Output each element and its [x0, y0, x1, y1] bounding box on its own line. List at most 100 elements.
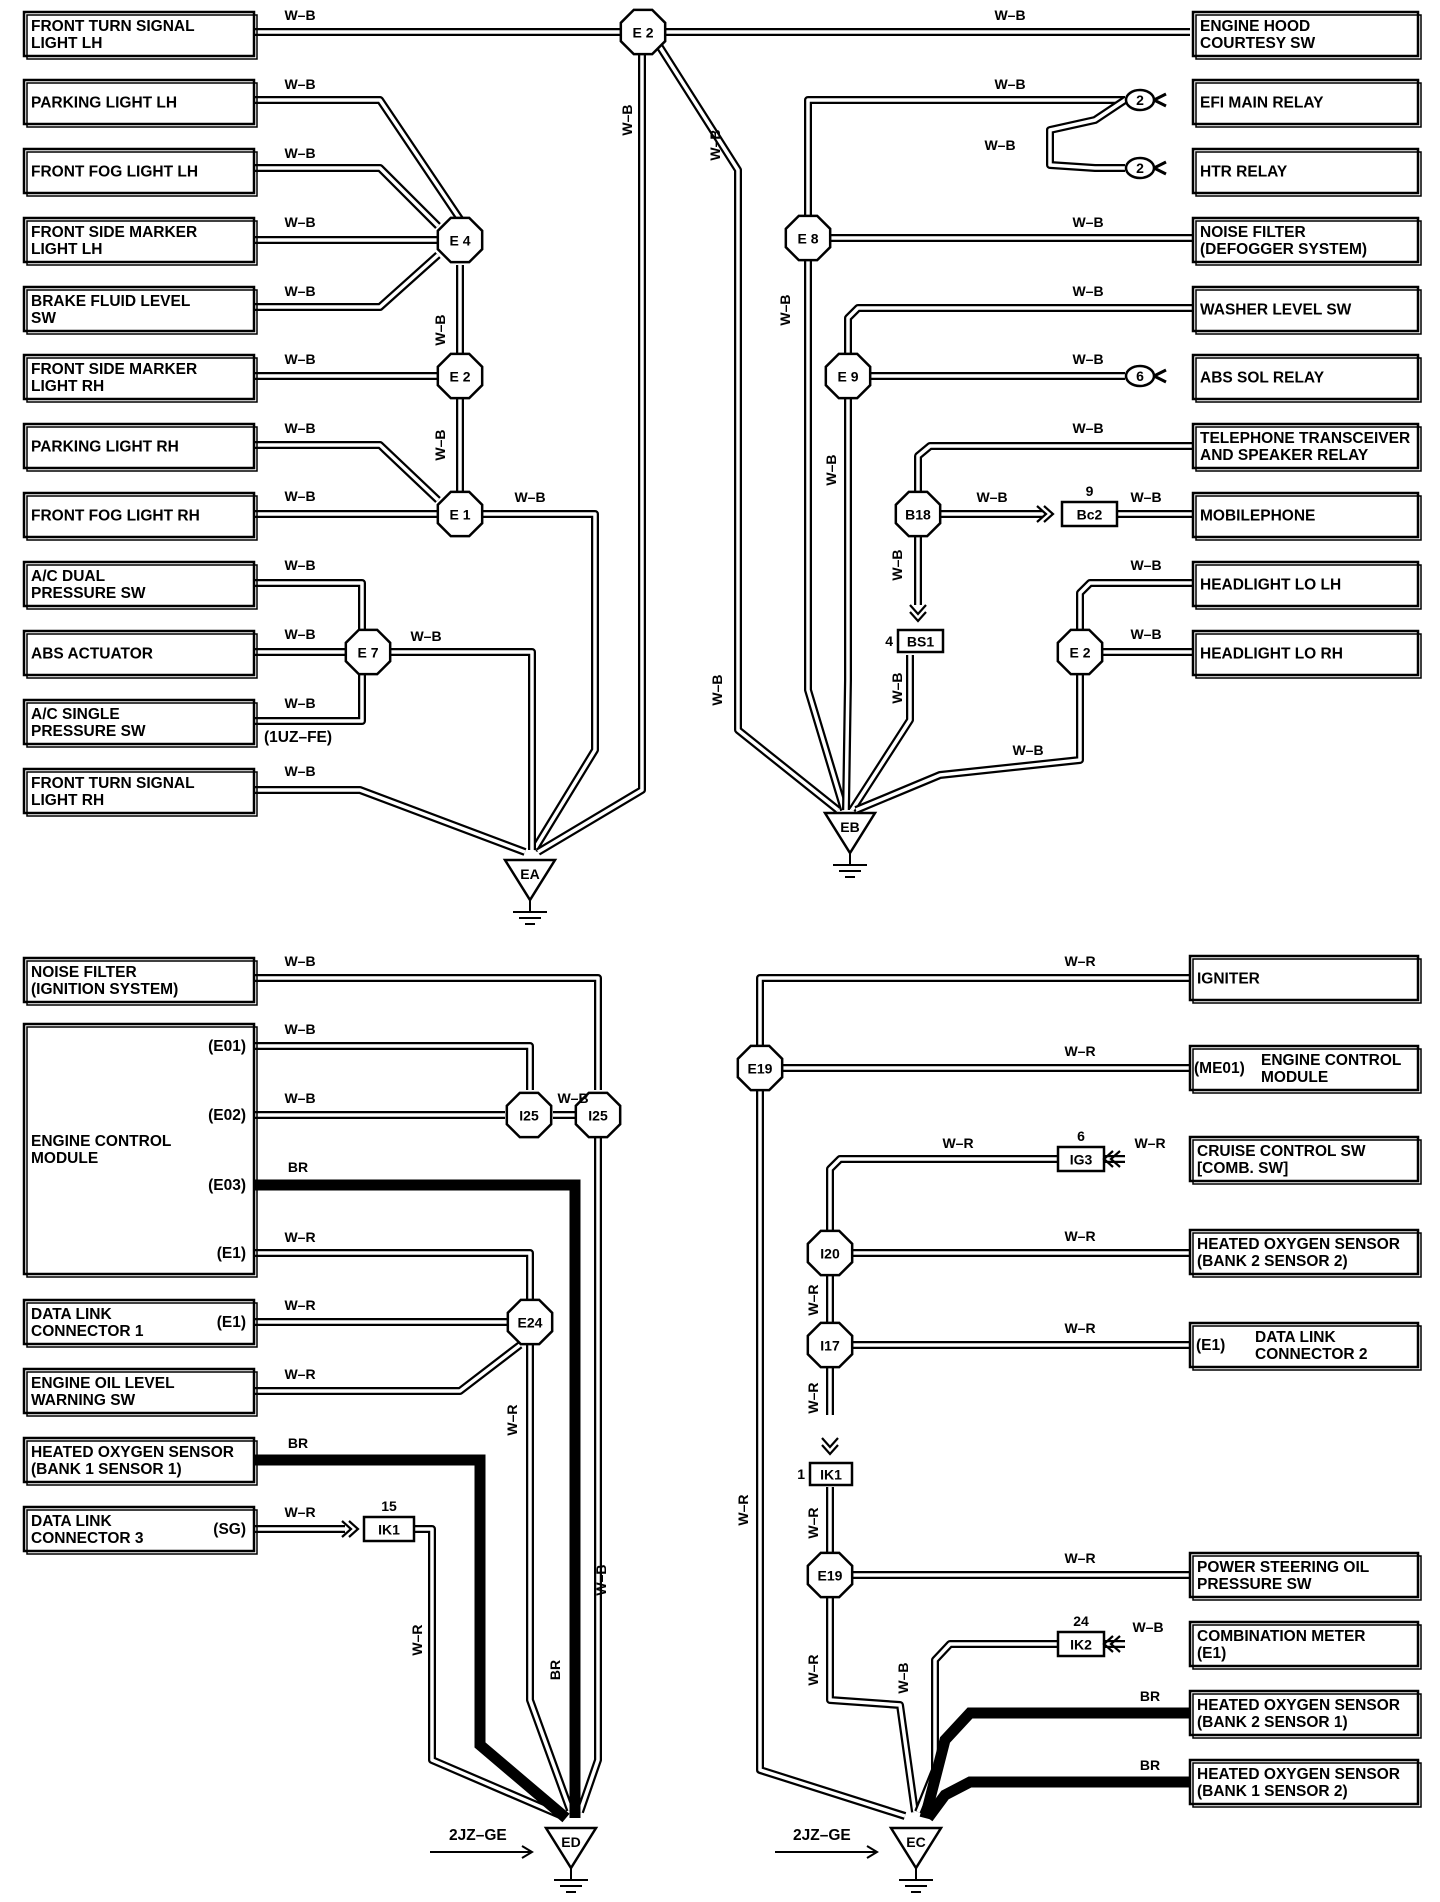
- wire-color-label: W–B: [284, 283, 315, 299]
- pin-label: (E03): [208, 1177, 246, 1194]
- component-label: NOISE FILTER: [1200, 224, 1306, 241]
- component-telephone: [1191, 422, 1422, 472]
- chevron-right-icon: [1043, 505, 1055, 523]
- component-label: (BANK 2 SENSOR 2): [1197, 1253, 1348, 1270]
- wire-color-label: W–R: [284, 1366, 315, 1382]
- ground-label: EC: [906, 1834, 925, 1850]
- component-hood-courtesy: [1191, 10, 1422, 60]
- chevron-down-icon: [909, 604, 927, 616]
- component-fog-lh: [22, 147, 258, 197]
- junction-e19-top: [736, 1044, 784, 1092]
- component-front-turn-lh: [22, 10, 258, 60]
- junction-label: E 9: [837, 369, 858, 385]
- component-label: PRESSURE SW: [31, 585, 146, 602]
- wire-color-label: W–B: [284, 1090, 315, 1106]
- component-label: HEADLIGHT LO RH: [1200, 646, 1343, 663]
- component-label: ENGINE CONTROL: [31, 1133, 171, 1150]
- component-abs-actuator: [22, 629, 258, 679]
- wire-color-label: BR: [1140, 1688, 1160, 1704]
- arrow-right-icon: [521, 1845, 534, 1859]
- wire-color-label: W–R: [942, 1135, 973, 1151]
- component-ho2s-b2s1: [1188, 1689, 1422, 1739]
- wire-color-label: W–B: [1072, 420, 1103, 436]
- component-ho2s-b2s2: [1188, 1228, 1422, 1278]
- pin-label: (SG): [213, 1521, 246, 1538]
- wire-color-label: W–B: [432, 314, 448, 345]
- component-ho2s-b1s1: [22, 1436, 258, 1486]
- component-headlight-lo-lh: [1191, 560, 1422, 610]
- wire-e2-ea: [535, 50, 646, 856]
- wire-color-label: BR: [288, 1435, 308, 1451]
- wire-color-label: W–B: [284, 557, 315, 573]
- wire-e9-eb: [842, 398, 852, 811]
- wire-color-label: W–B: [1012, 742, 1043, 758]
- wire-color-label: W–B: [707, 129, 723, 160]
- junction-label: E 8: [797, 231, 818, 247]
- component-label: FRONT SIDE MARKER: [31, 361, 197, 378]
- wire-color-label: W–R: [805, 1507, 821, 1538]
- pin-label: (E1): [217, 1314, 246, 1331]
- wire-efi-main: [804, 96, 1125, 218]
- wire-color-label: W–B: [284, 695, 315, 711]
- wire-color-label: BR: [547, 1660, 563, 1680]
- wire-color-label: W–B: [284, 76, 315, 92]
- ground-ed: [543, 1826, 599, 1893]
- wire-color-label: W–B: [619, 104, 635, 135]
- junction-label: E 1: [449, 507, 470, 523]
- wire-color-label: W–R: [805, 1284, 821, 1315]
- wire-color-label: W–B: [984, 137, 1015, 153]
- component-label: MODULE: [31, 1150, 98, 1167]
- wire-color-label: W–R: [504, 1404, 520, 1435]
- wire-ac-single: [254, 666, 366, 725]
- wire-color-label: W–B: [1130, 626, 1161, 642]
- wire-color-label: W–B: [1130, 489, 1161, 505]
- component-label: LIGHT LH: [31, 241, 102, 258]
- ground-label: ED: [561, 1834, 580, 1850]
- wire-color-label: W–B: [1132, 1619, 1163, 1635]
- chevron-down-icon: [909, 611, 927, 623]
- chevron-down-icon: [821, 1437, 839, 1449]
- component-ecm-right: [1188, 1044, 1422, 1094]
- wire-parking-lh: [254, 96, 466, 225]
- component-label: MODULE: [1261, 1069, 1328, 1086]
- pin-number: 24: [1073, 1613, 1089, 1629]
- wire-color-label: W–B: [284, 351, 315, 367]
- wire-ik1-ed: [414, 1525, 562, 1819]
- wire-front-turn-rh: [254, 786, 527, 856]
- wire-washer-level: [844, 304, 1193, 355]
- component-label: PARKING LIGHT LH: [31, 95, 177, 112]
- wire-color-label: W–B: [709, 674, 725, 705]
- wire-color-label: W–B: [994, 7, 1025, 23]
- wire-color-label: W–R: [284, 1297, 315, 1313]
- wire-e03-br: [254, 1179, 581, 1818]
- ground-label: EA: [520, 866, 539, 882]
- component-headlight-lo-rh: [1191, 629, 1422, 679]
- wire-color-label: W–R: [1064, 1228, 1095, 1244]
- wire-color-label: W–B: [284, 1021, 315, 1037]
- chevron-left-icon: [1109, 1635, 1121, 1653]
- wire-color-label: BR: [1140, 1757, 1160, 1773]
- junction-e9: [824, 352, 872, 400]
- component-noise-filter-def: [1191, 216, 1422, 266]
- connector-ik1a: [362, 1515, 416, 1543]
- component-label: CONNECTOR 3: [31, 1530, 144, 1547]
- component-label: (BANK 1 SENSOR 1): [31, 1461, 182, 1478]
- wire-color-label: W–B: [557, 1090, 588, 1106]
- component-ecm-left: [22, 1022, 258, 1278]
- component-label: ENGINE CONTROL: [1261, 1052, 1401, 1069]
- junction-label: E19: [748, 1061, 773, 1077]
- component-label: PRESSURE SW: [31, 723, 146, 740]
- wire-color-label: W–B: [823, 454, 839, 485]
- wire-color-label: BR: [288, 1159, 308, 1175]
- wire-e1-ecm: [254, 1249, 534, 1300]
- junction-label: I20: [820, 1246, 840, 1262]
- component-ac-single: [22, 698, 258, 748]
- component-label: CONNECTOR 1: [31, 1323, 144, 1340]
- wire-e1-ea: [482, 510, 599, 853]
- junction-e2-top: [619, 8, 667, 56]
- component-abs-sol: [1191, 353, 1422, 403]
- pin-number: 2: [1136, 160, 1144, 176]
- junction-e24: [506, 1298, 554, 1346]
- connector-bc2: [1060, 500, 1119, 528]
- arrow-right-icon: [866, 1845, 879, 1859]
